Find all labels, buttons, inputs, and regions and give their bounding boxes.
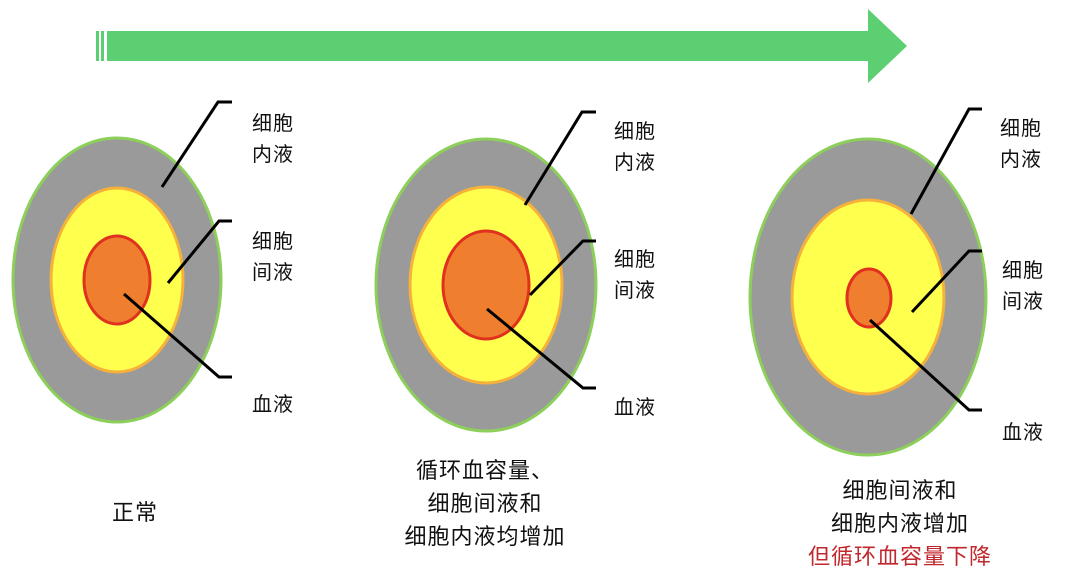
stage-2-circles <box>374 137 598 433</box>
caption-stage-2: 循环血容量、 细胞间液和 细胞内液均增加 <box>360 455 610 554</box>
caption-stage-1: 正常 <box>60 497 210 530</box>
caption-warning-line: 但循环血容量下降 <box>807 545 992 570</box>
label-line: 血液 <box>1002 420 1044 444</box>
label-line: 间液 <box>1002 289 1044 313</box>
label-intracellular-fluid: 细胞 内液 <box>614 116 656 178</box>
label-interstitial-fluid: 细胞 间液 <box>1002 255 1044 317</box>
label-line: 内液 <box>1000 147 1042 171</box>
blood-core <box>82 234 152 326</box>
label-line: 内液 <box>614 150 656 174</box>
label-line: 间液 <box>252 260 294 284</box>
blood-core <box>845 267 893 329</box>
caption-line: 正常 <box>111 501 158 526</box>
stage-1-circles <box>11 136 223 424</box>
label-line: 血液 <box>252 392 294 416</box>
label-interstitial-fluid: 细胞 间液 <box>614 244 656 306</box>
caption-stage-3: 细胞间液和 细胞内液增加 但循环血容量下降 <box>770 475 1030 574</box>
caption-line: 细胞间液和 <box>427 492 543 517</box>
stage-3-circles <box>748 137 988 457</box>
progression-arrow <box>96 9 907 83</box>
blood-core <box>441 229 531 341</box>
label-interstitial-fluid: 细胞 间液 <box>252 226 294 288</box>
stage-3-leader-lines <box>868 107 982 412</box>
label-blood: 血液 <box>252 389 294 420</box>
label-line: 间液 <box>614 278 656 302</box>
caption-line: 循环血容量、 <box>415 459 554 484</box>
caption-line: 细胞间液和 <box>842 479 958 504</box>
label-line: 内液 <box>252 142 294 166</box>
label-line: 细胞 <box>252 229 294 253</box>
label-line: 血液 <box>614 395 656 419</box>
caption-line: 细胞内液增加 <box>830 512 969 537</box>
label-intracellular-fluid: 细胞 内液 <box>252 108 294 170</box>
label-line: 细胞 <box>1002 258 1044 282</box>
label-line: 细胞 <box>614 119 656 143</box>
label-blood: 血液 <box>1002 417 1044 448</box>
label-line: 细胞 <box>1000 116 1042 140</box>
caption-line: 细胞内液均增加 <box>404 525 566 550</box>
label-blood: 血液 <box>614 392 656 423</box>
label-intracellular-fluid: 细胞 内液 <box>1000 113 1042 175</box>
stage-1-leader-lines <box>123 100 232 379</box>
stage-2-leader-lines <box>486 110 596 390</box>
label-line: 细胞 <box>614 247 656 271</box>
label-line: 细胞 <box>252 111 294 135</box>
